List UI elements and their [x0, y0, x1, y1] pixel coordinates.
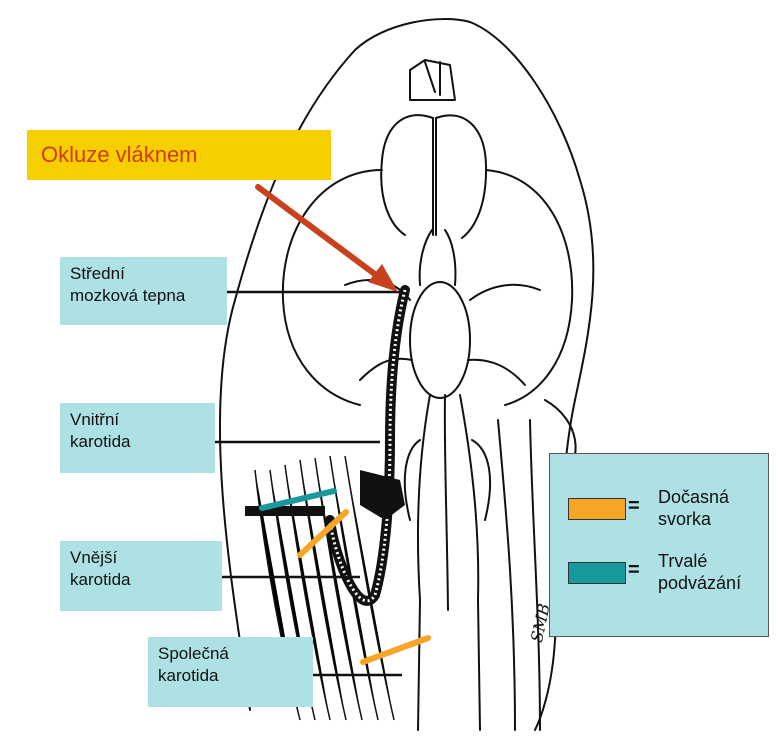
legend: = Dočasná svorka = Trvalé podvázání [549, 453, 769, 637]
callout-ica-line2: karotida [70, 431, 205, 453]
legend-permanent-line1: Trvalé [658, 550, 741, 572]
callout-common-carotid: Společná karotida [148, 637, 313, 707]
occlusion-arrow [258, 187, 398, 292]
callout-external-carotid: Vnější karotida [60, 541, 222, 611]
filament-vessel [330, 290, 405, 601]
carotid-bifurcation [360, 470, 405, 520]
spinal-cord [418, 600, 480, 730]
callout-eca-line1: Vnější [70, 547, 212, 569]
legend-equals-temporary: = [628, 495, 640, 518]
callout-cca-line1: Společná [158, 643, 303, 665]
legend-item-temporary-clip: = Dočasná svorka [568, 486, 768, 536]
hemisphere-left [283, 170, 382, 405]
callout-internal-carotid: Vnitřní karotida [60, 403, 215, 473]
callout-mca-line1: Střední [70, 263, 217, 285]
frontal-lobe-left [381, 115, 433, 235]
legend-item-permanent-ligation: = Trvalé podvázání [568, 550, 768, 600]
legend-swatch-temporary [568, 498, 626, 520]
circle-of-willis [410, 282, 470, 398]
legend-temporary-line2: svorka [658, 508, 729, 530]
callout-eca-line2: karotida [70, 569, 212, 591]
callout-middle-cerebral-artery: Střední mozková tepna [60, 257, 227, 325]
callout-cca-line2: karotida [158, 665, 303, 687]
common-carotid-stub [245, 506, 325, 516]
legend-temporary-line1: Dočasná [658, 486, 729, 508]
legend-label-permanent: Trvalé podvázání [658, 550, 741, 594]
legend-swatch-permanent [568, 562, 626, 584]
legend-label-temporary: Dočasná svorka [658, 486, 729, 530]
callout-mca-line2: mozková tepna [70, 285, 217, 307]
frontal-lobe-right [436, 115, 486, 238]
callout-ica-line1: Vnitřní [70, 409, 205, 431]
occlusion-banner: Okluze vláknem [27, 130, 331, 180]
basilar-artery [445, 395, 448, 610]
olfactory-bulb [410, 60, 455, 100]
legend-permanent-line2: podvázání [658, 572, 741, 594]
occlusion-banner-text: Okluze vláknem [41, 142, 198, 167]
legend-equals-permanent: = [628, 559, 640, 582]
